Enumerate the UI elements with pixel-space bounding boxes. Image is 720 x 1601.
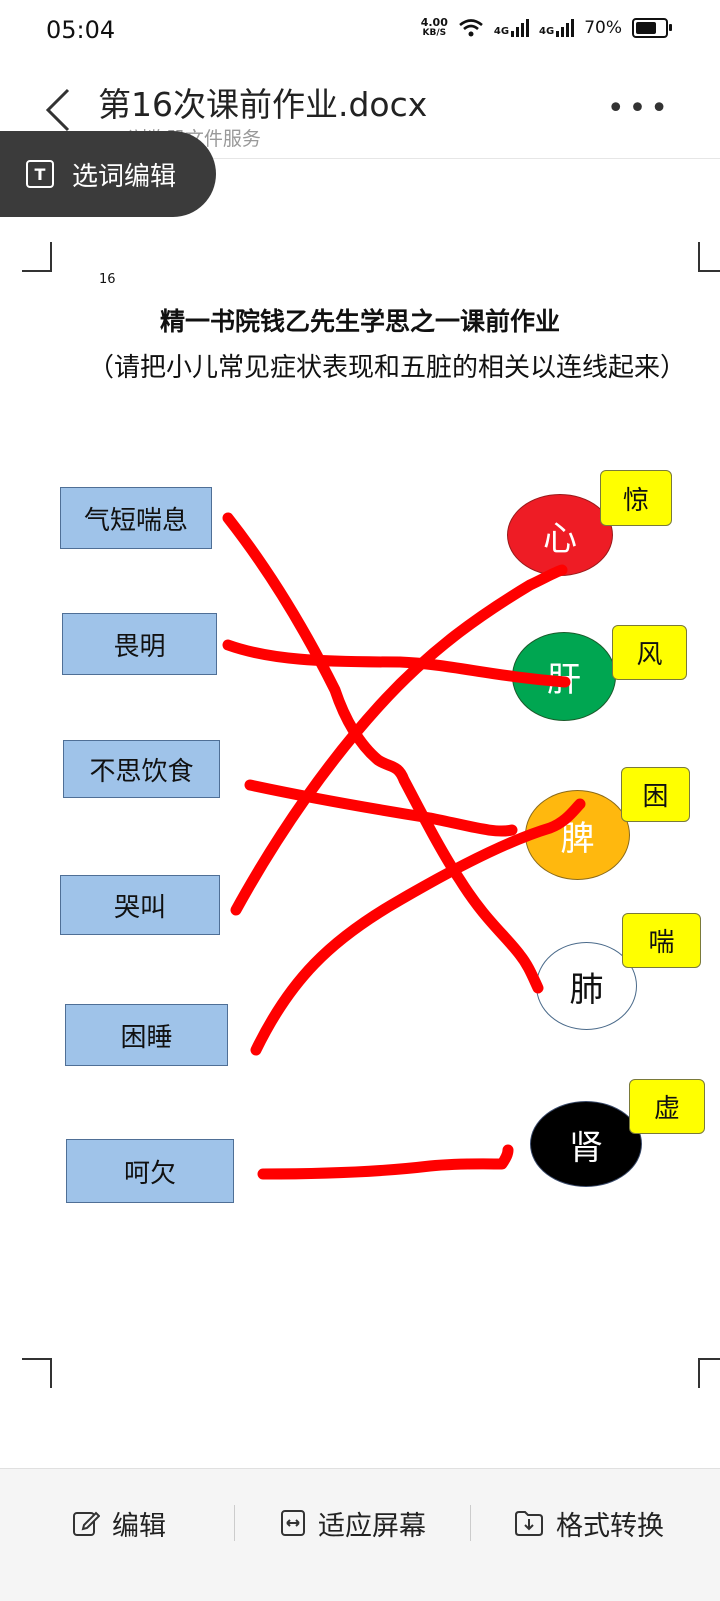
document-instruction: （请把小儿常见症状表现和五脏的相关以连线起来） [88, 353, 687, 383]
tag-box-wind: 风 [612, 625, 687, 680]
organ-kidney: 肾 [530, 1101, 642, 1187]
tag-box-wheeze: 喘 [622, 913, 701, 968]
page-corner-top-left [22, 242, 52, 272]
toolbar-divider [234, 1505, 235, 1541]
organ-lung: 肺 [536, 942, 637, 1030]
text-box-icon: T [26, 160, 54, 188]
document-heading: 精一书院钱乙先生学思之一课前作业 [159, 307, 560, 336]
format-convert-button[interactable]: 格式转换 [514, 1469, 664, 1577]
symptom-box-crying: 哭叫 [60, 875, 220, 935]
select-word-edit-button[interactable]: T 选词编辑 [0, 131, 216, 217]
line-yawning-to-kidney [257, 1144, 514, 1180]
symptom-box-yawning: 呵欠 [66, 1139, 234, 1203]
fit-screen-button[interactable]: 适应屏幕 [280, 1469, 426, 1577]
select-word-edit-label: 选词编辑 [72, 161, 177, 192]
battery-icon [632, 18, 672, 38]
wifi-icon [459, 19, 483, 37]
document-title: 第16次课前作业.docx [98, 85, 428, 124]
toolbar-divider [470, 1505, 471, 1541]
bottom-toolbar: 编辑 适应屏幕 格式转换 [0, 1468, 720, 1601]
page-corner-top-right [698, 242, 720, 272]
tag-box-sleepy: 困 [621, 767, 690, 822]
line-sleepiness-to-spleen [250, 798, 586, 1056]
battery-percent: 70% [584, 18, 622, 38]
page-corner-bottom-right [698, 1358, 720, 1388]
edit-icon [73, 1511, 100, 1536]
tag-box-fright: 惊 [600, 470, 672, 526]
connection-lines [222, 512, 586, 1180]
network-speed: 4.00 KB/S [420, 16, 448, 38]
format-convert-icon [515, 1511, 543, 1536]
symptom-box-shortness-of-breath: 气短喘息 [60, 487, 212, 549]
status-bar: 05:04 4.00 KB/S 4G 4G 70% [0, 0, 720, 62]
signal-icon-2: 4G [539, 19, 575, 37]
tag-box-deficiency: 虚 [629, 1079, 705, 1134]
edit-button[interactable]: 编辑 [72, 1469, 166, 1577]
fit-screen-icon [281, 1510, 305, 1536]
status-icons: 4.00 KB/S 4G 4G 70% [420, 16, 672, 39]
page-number: 16 [99, 272, 116, 287]
clock: 05:04 [46, 16, 116, 44]
more-options-icon[interactable]: ••• [606, 91, 672, 126]
line-photophobia-to-liver [222, 639, 571, 688]
document-page[interactable]: 16 精一书院钱乙先生学思之一课前作业 （请把小儿常见症状表现和五脏的相关以连线… [0, 0, 720, 1500]
symptom-box-sleepiness: 困睡 [65, 1004, 228, 1066]
back-arrow-icon[interactable] [40, 86, 80, 134]
line-shortness-to-lung [222, 512, 544, 994]
line-crying-to-heart [230, 564, 568, 916]
symptom-box-poor-appetite: 不思饮食 [63, 740, 220, 798]
page-corner-bottom-left [22, 1358, 52, 1388]
symptom-box-photophobia: 畏明 [62, 613, 217, 675]
signal-icon-1: 4G [494, 19, 530, 37]
